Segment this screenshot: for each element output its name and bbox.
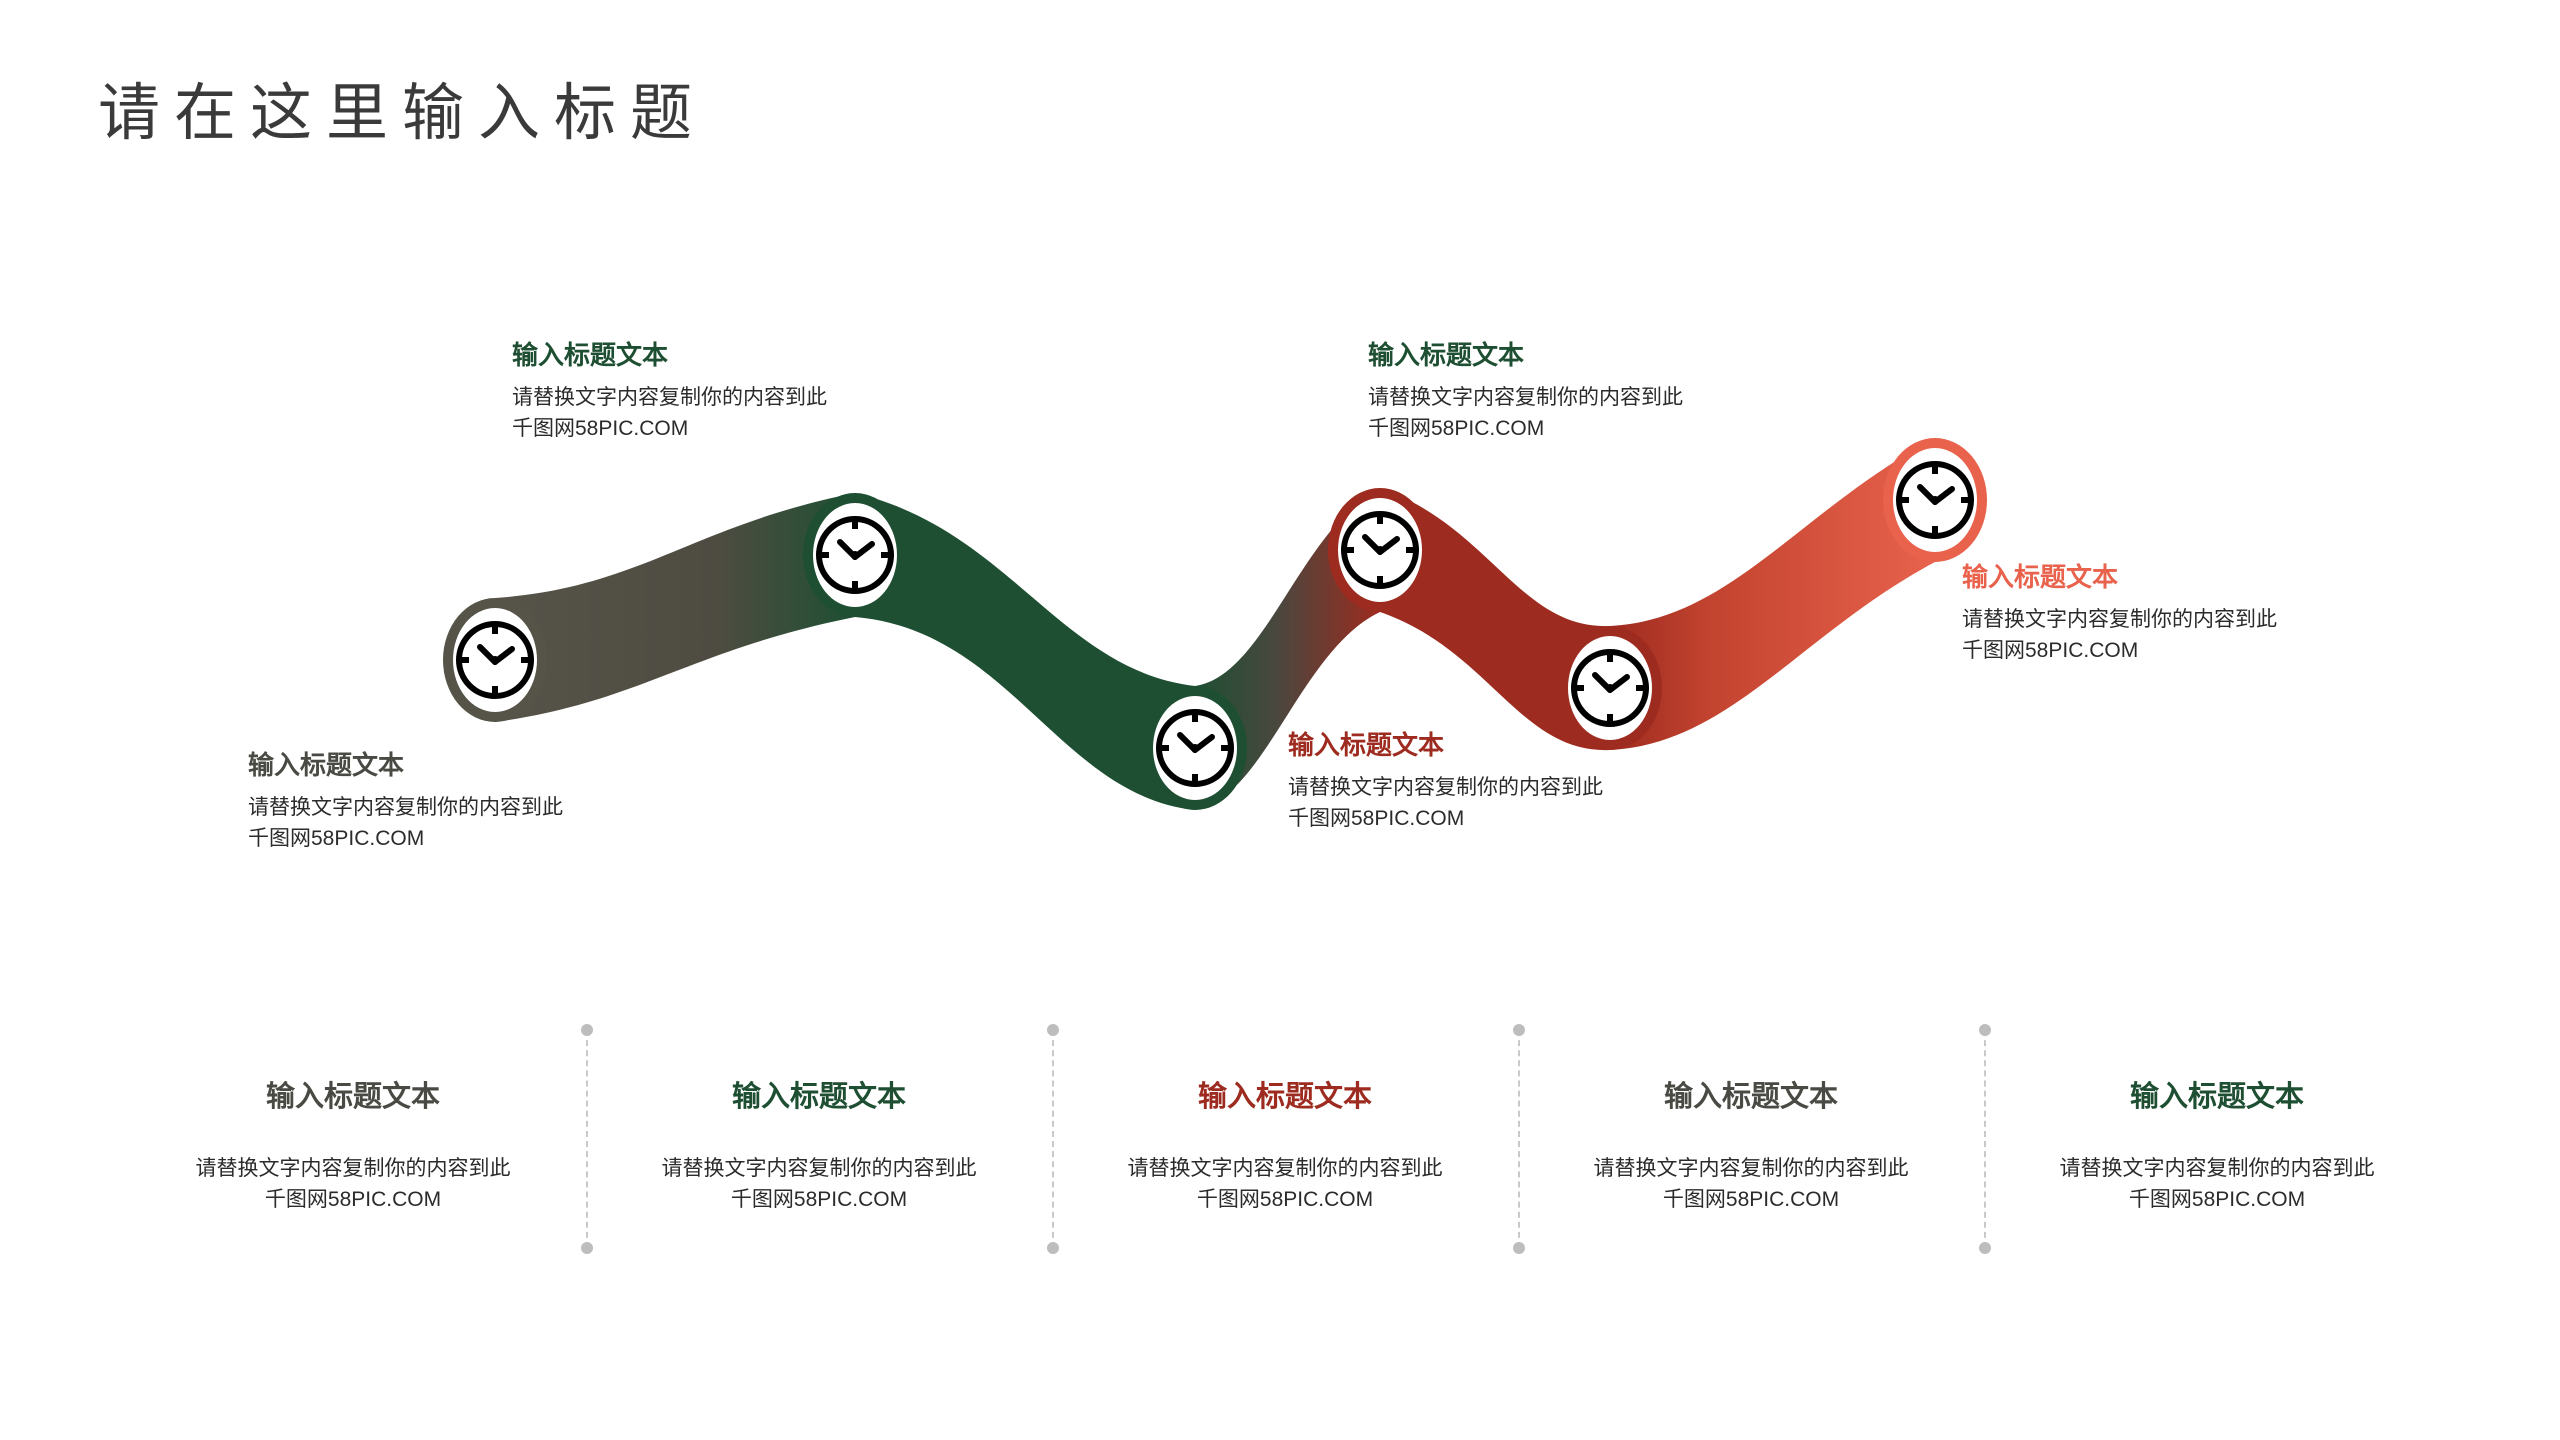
callout-line-2: 千图网58PIC.COM: [1962, 638, 2139, 662]
timeline-node-5[interactable]: [1558, 626, 1662, 750]
timeline-node-3[interactable]: [1143, 686, 1247, 810]
callout-block[interactable]: 输入标题文本 请替换文字内容复制你的内容到此 千图网58PIC.COM: [512, 340, 827, 444]
bottom-legend-row: 输入标题文本 请替换文字内容复制你的内容到此 千图网58PIC.COM 输入标题…: [120, 1024, 2450, 1280]
callout-line-1: 请替换文字内容复制你的内容到此: [1368, 386, 1683, 410]
callout-title: 输入标题文本: [1962, 562, 2119, 592]
legend-item[interactable]: 输入标题文本 请替换文字内容复制你的内容到此 千图网58PIC.COM: [120, 1030, 586, 1216]
legend-title: 输入标题文本: [1197, 1081, 1372, 1113]
callout-line-2: 千图网58PIC.COM: [1368, 416, 1545, 440]
dashed-divider: [1513, 1024, 1525, 1254]
clock-icon: [1571, 649, 1649, 727]
wave-ribbon-svg: [443, 438, 1987, 810]
legend-title: 输入标题文本: [265, 1081, 440, 1113]
ribbon-segment-4: [1380, 488, 1610, 751]
timeline-node-6[interactable]: [1883, 438, 1987, 562]
legend-line-1: 请替换文字内容复制你的内容到此: [2059, 1156, 2375, 1180]
clock-icon: [816, 516, 894, 594]
legend-line-2: 千图网58PIC.COM: [2128, 1188, 2306, 1212]
callout-line-2: 千图网58PIC.COM: [248, 826, 425, 850]
callout-block[interactable]: 输入标题文本 请替换文字内容复制你的内容到此 千图网58PIC.COM: [1962, 562, 2277, 666]
callout-block[interactable]: 输入标题文本 请替换文字内容复制你的内容到此 千图网58PIC.COM: [1368, 340, 1683, 444]
timeline-wave-diagram: [0, 330, 2560, 850]
ribbon-segment-1: [495, 493, 855, 722]
clock-icon: [1156, 709, 1234, 787]
legend-line-2: 千图网58PIC.COM: [730, 1188, 908, 1212]
legend-line-2: 千图网58PIC.COM: [1662, 1188, 1840, 1212]
callout-block[interactable]: 输入标题文本 请替换文字内容复制你的内容到此 千图网58PIC.COM: [248, 750, 563, 854]
legend-line-1: 请替换文字内容复制你的内容到此: [1127, 1156, 1443, 1180]
legend-line-2: 千图网58PIC.COM: [264, 1188, 442, 1212]
callout-line-1: 请替换文字内容复制你的内容到此: [1288, 776, 1603, 800]
callout-line-2: 千图网58PIC.COM: [512, 416, 689, 440]
timeline-node-4[interactable]: [1328, 488, 1432, 612]
callout-block[interactable]: 输入标题文本 请替换文字内容复制你的内容到此 千图网58PIC.COM: [1288, 730, 1603, 834]
legend-title: 输入标题文本: [2129, 1081, 2304, 1113]
legend-item[interactable]: 输入标题文本 请替换文字内容复制你的内容到此 千图网58PIC.COM: [1047, 1024, 1518, 1254]
legend-line-1: 请替换文字内容复制你的内容到此: [1593, 1156, 1909, 1180]
callout-title: 输入标题文本: [1368, 340, 1525, 370]
legend-line-2: 千图网58PIC.COM: [1196, 1188, 1374, 1212]
legend-title: 输入标题文本: [731, 1081, 906, 1113]
legend-line-1: 请替换文字内容复制你的内容到此: [195, 1156, 511, 1180]
callout-line-1: 请替换文字内容复制你的内容到此: [1962, 608, 2277, 632]
clock-icon: [1896, 461, 1974, 539]
timeline-node-1[interactable]: [443, 598, 547, 722]
callout-line-2: 千图网58PIC.COM: [1288, 806, 1465, 830]
callout-title: 输入标题文本: [248, 750, 405, 780]
callout-title: 输入标题文本: [1288, 730, 1445, 760]
callout-line-1: 请替换文字内容复制你的内容到此: [512, 386, 827, 410]
legend-line-1: 请替换文字内容复制你的内容到此: [661, 1156, 977, 1180]
legend-item[interactable]: 输入标题文本 请替换文字内容复制你的内容到此 千图网58PIC.COM: [1979, 1024, 2450, 1254]
callout-title: 输入标题文本: [512, 340, 669, 370]
legend-title: 输入标题文本: [1663, 1081, 1838, 1113]
clock-icon: [456, 621, 534, 699]
callout-line-1: 请替换文字内容复制你的内容到此: [248, 796, 563, 820]
page-title: 请在这里输入标题: [98, 79, 707, 148]
timeline-node-2[interactable]: [803, 493, 907, 617]
ribbon-segment-5: [1610, 438, 1935, 750]
dashed-divider: [1047, 1024, 1059, 1254]
legend-item[interactable]: 输入标题文本 请替换文字内容复制你的内容到此 千图网58PIC.COM: [1513, 1024, 1984, 1254]
clock-icon: [1341, 511, 1419, 589]
legend-item[interactable]: 输入标题文本 请替换文字内容复制你的内容到此 千图网58PIC.COM: [581, 1024, 1052, 1254]
ribbon-segment-2: [855, 493, 1195, 810]
dashed-divider: [581, 1024, 593, 1254]
dashed-divider: [1979, 1024, 1991, 1254]
